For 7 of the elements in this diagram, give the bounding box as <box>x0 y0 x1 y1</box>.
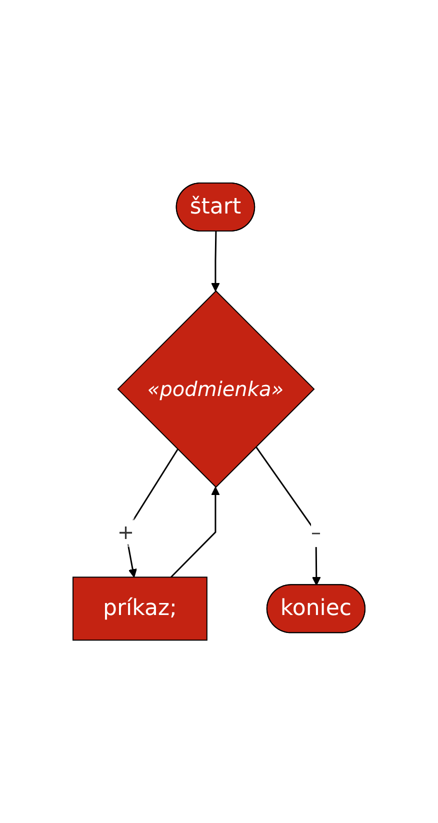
node-diamond: «podmienka» <box>117 290 315 488</box>
arrow <box>170 486 220 578</box>
edge-label: + <box>117 520 134 544</box>
edge-label: – <box>310 520 321 544</box>
arrow <box>124 448 178 578</box>
arrow <box>211 231 220 292</box>
node-box: príkaz; <box>72 576 208 641</box>
